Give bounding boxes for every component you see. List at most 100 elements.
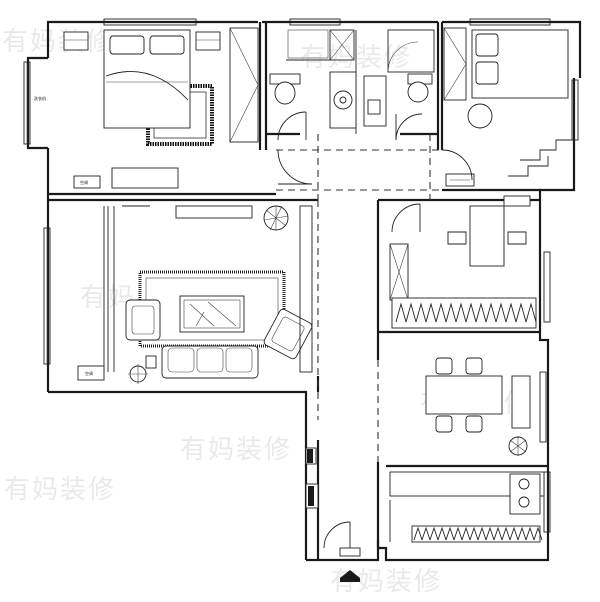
watermark: 有妈装修 bbox=[180, 435, 292, 465]
entrance-door-swing bbox=[323, 521, 351, 549]
study-window bbox=[543, 251, 551, 323]
room-window bbox=[571, 79, 579, 141]
tv-cabinet bbox=[111, 167, 179, 189]
kitchen-window bbox=[543, 471, 551, 533]
armchair-left bbox=[125, 299, 161, 341]
pillow-left bbox=[109, 35, 145, 55]
balcony-label: 洗衣机 bbox=[34, 95, 46, 101]
bath-window bbox=[289, 18, 341, 26]
ac-unit-study bbox=[503, 195, 531, 207]
hatch-stroke bbox=[477, 526, 487, 541]
hatch-stroke bbox=[445, 526, 455, 541]
balcony-bay bbox=[26, 56, 48, 150]
stair-step bbox=[520, 139, 572, 161]
counter-pattern bbox=[413, 526, 543, 541]
stove bbox=[509, 473, 541, 515]
hatch-stroke bbox=[495, 302, 507, 323]
toilet-bowl-2 bbox=[407, 81, 429, 103]
dining-chair bbox=[465, 415, 483, 433]
dining-chair bbox=[465, 357, 483, 375]
hatch-stroke bbox=[485, 302, 497, 323]
blanket-fold bbox=[105, 70, 189, 101]
hatch-stroke bbox=[475, 302, 487, 323]
study-desk bbox=[469, 205, 505, 267]
watermark: 有妈装修 bbox=[2, 27, 114, 57]
chair-1 bbox=[447, 231, 467, 245]
bedroom-window bbox=[103, 18, 197, 26]
hatch-stroke bbox=[425, 302, 437, 323]
wardrobe bbox=[229, 27, 259, 143]
hatch-stroke bbox=[437, 526, 447, 541]
washbasin bbox=[333, 90, 353, 110]
hatch-stroke bbox=[515, 302, 527, 323]
chair-2 bbox=[507, 231, 527, 245]
hallway-markers bbox=[276, 134, 442, 462]
wardrobe-hatch bbox=[229, 27, 259, 143]
round-table bbox=[467, 103, 493, 129]
long-cabinet bbox=[391, 297, 537, 329]
living-partition bbox=[299, 205, 313, 373]
pillow-right bbox=[149, 35, 185, 55]
watermark: 有妈装修 bbox=[4, 475, 116, 505]
walls bbox=[26, 20, 582, 562]
study-door-swing bbox=[391, 203, 421, 233]
wall-cabinet bbox=[175, 205, 253, 219]
pillow-2b bbox=[475, 61, 499, 85]
windows bbox=[23, 18, 579, 533]
ac-unit-bedroom bbox=[73, 175, 101, 189]
hatch-stroke bbox=[461, 526, 471, 541]
sofa bbox=[161, 345, 259, 379]
cabinet-pattern bbox=[395, 302, 537, 323]
hatch-stroke bbox=[405, 302, 417, 323]
wall-right-upper bbox=[538, 78, 576, 200]
sideboard bbox=[511, 375, 531, 429]
toilet-bowl bbox=[274, 81, 296, 105]
entrance bbox=[305, 447, 361, 582]
hatch-stroke bbox=[525, 302, 537, 323]
hatch-stroke bbox=[501, 526, 511, 541]
bedroom-door-swing bbox=[277, 149, 313, 185]
hatch-stroke bbox=[413, 526, 423, 541]
bathrooms bbox=[269, 29, 435, 141]
dining-table bbox=[425, 375, 503, 415]
nightstand-right bbox=[195, 31, 221, 51]
hatch-stroke bbox=[533, 526, 543, 541]
hatch-stroke bbox=[395, 302, 407, 323]
study bbox=[389, 195, 537, 329]
hatch-stroke bbox=[415, 302, 427, 323]
hatch-stroke bbox=[421, 526, 431, 541]
entrance-arrow-icon bbox=[340, 570, 360, 578]
hatch-stroke bbox=[509, 526, 519, 541]
hatch-stroke bbox=[525, 526, 535, 541]
kitchen bbox=[389, 471, 545, 543]
hatch-stroke bbox=[493, 526, 503, 541]
wall-kitchen-outer bbox=[378, 470, 550, 562]
hatch-stroke bbox=[517, 526, 527, 541]
hatch-stroke bbox=[445, 302, 457, 323]
hatch-stroke bbox=[453, 526, 463, 541]
bath-door-swing bbox=[277, 111, 307, 141]
ac-label: 空调 bbox=[80, 179, 88, 185]
ac-unit-living bbox=[77, 365, 105, 381]
wardrobe-2 bbox=[443, 27, 467, 101]
coffee-table bbox=[179, 295, 245, 333]
bath-door-swing-2 bbox=[395, 113, 423, 141]
ac-label: 空调 bbox=[85, 370, 93, 376]
nightstand-left bbox=[63, 31, 89, 51]
hatch-stroke bbox=[435, 302, 447, 323]
hatch-stroke bbox=[469, 526, 479, 541]
hatch-stroke bbox=[455, 302, 467, 323]
wall-top-left bbox=[46, 20, 258, 58]
pillow-2a bbox=[475, 33, 499, 57]
dining-chair bbox=[435, 415, 453, 433]
wall-top-right bbox=[442, 20, 582, 78]
second-bedroom bbox=[441, 27, 572, 187]
hatch-stroke bbox=[429, 526, 439, 541]
room2-door-swing bbox=[441, 149, 473, 181]
wall-right-lower bbox=[538, 200, 550, 470]
room2-window bbox=[469, 18, 551, 26]
dining-window bbox=[539, 371, 547, 443]
hatch-stroke bbox=[485, 526, 495, 541]
living-room: 空调 bbox=[77, 205, 313, 384]
